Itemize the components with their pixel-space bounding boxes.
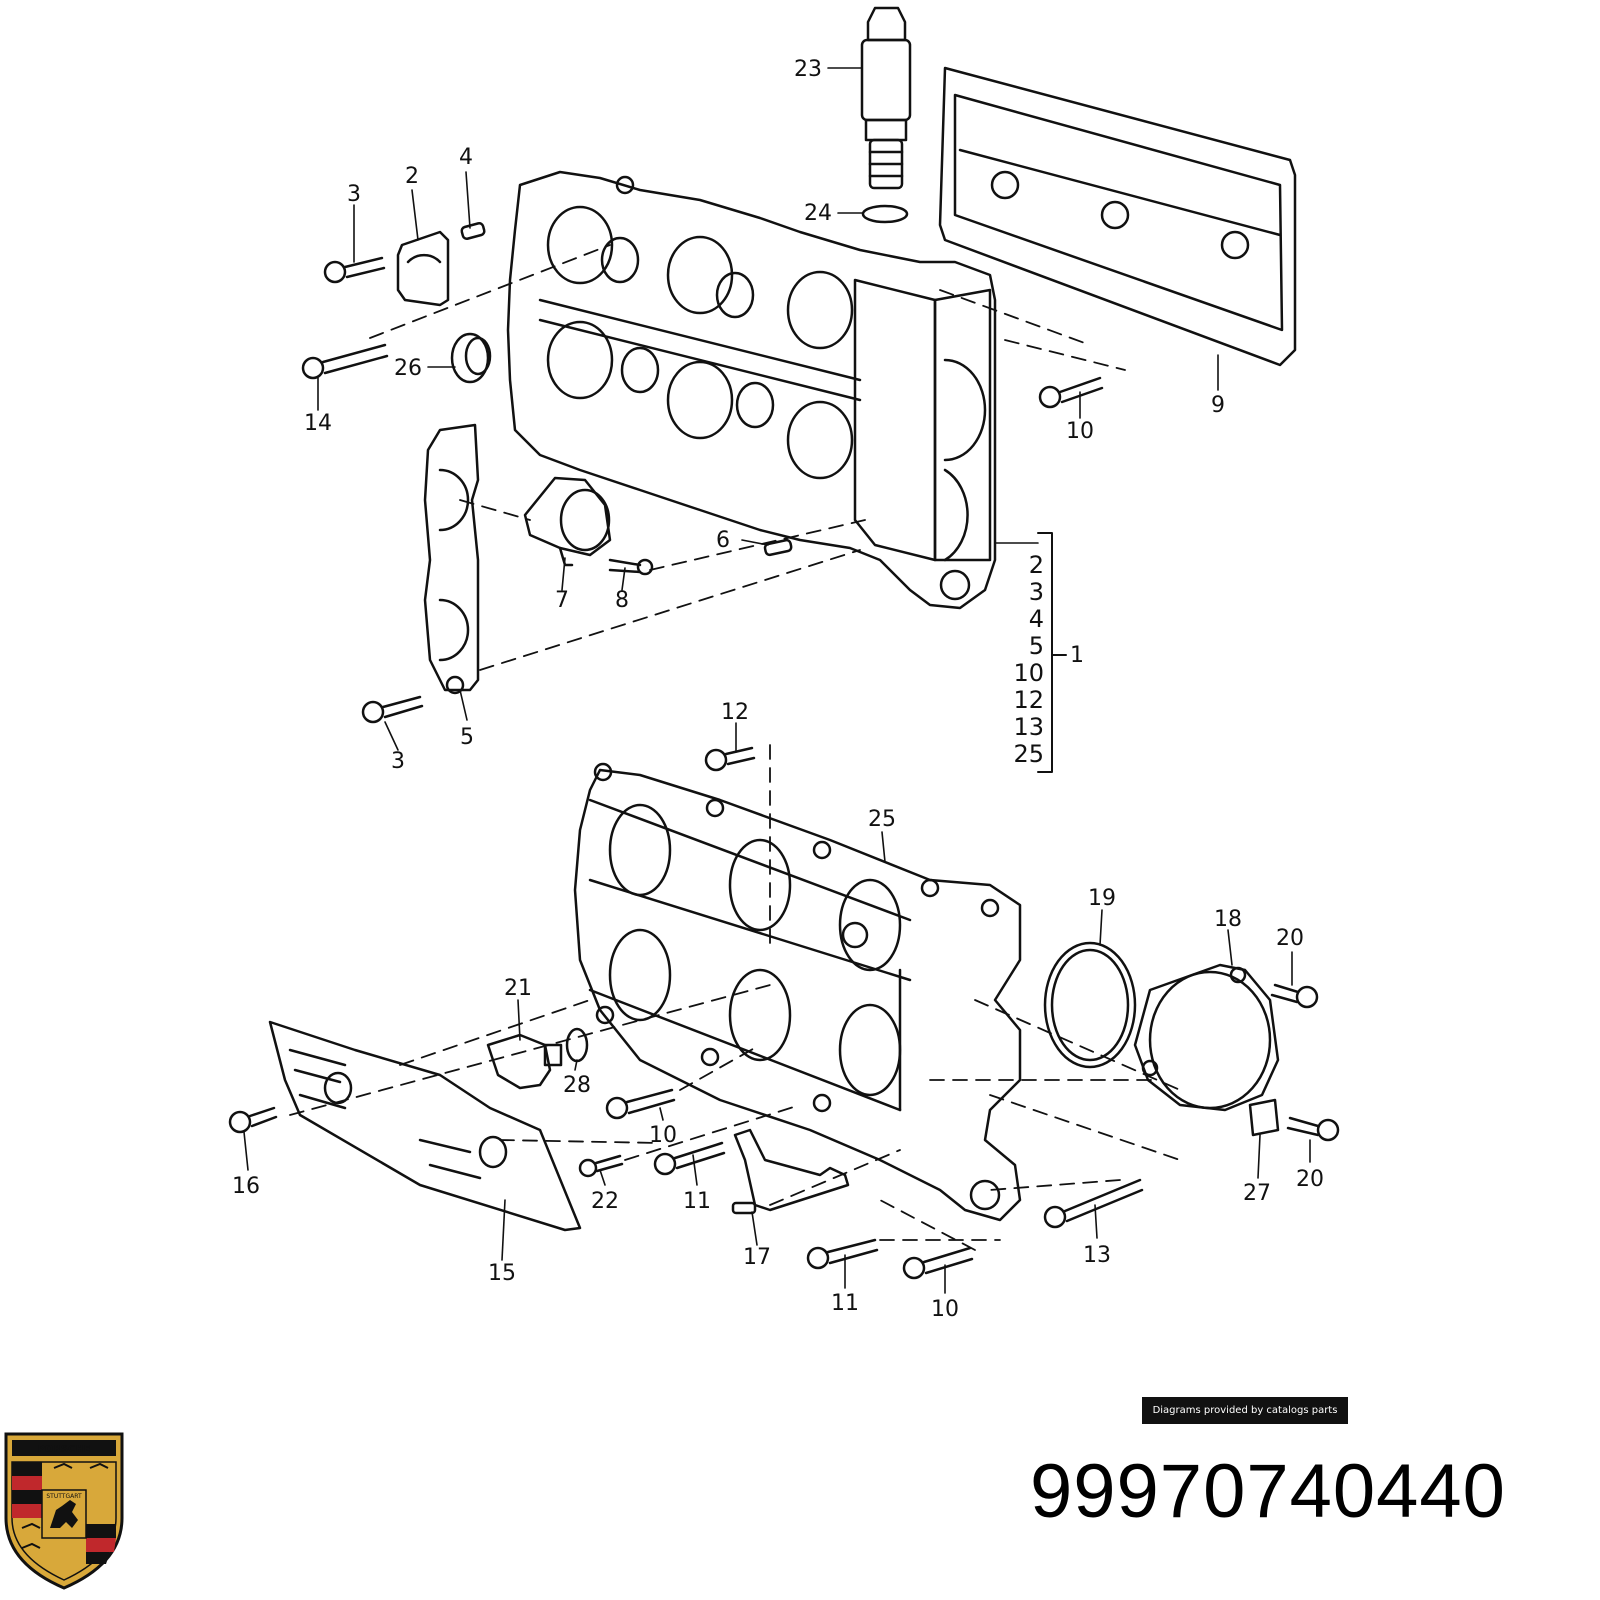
callout-5: 5: [460, 725, 474, 750]
porsche-crest-logo: PORSCHE STUTTGART: [4, 1432, 124, 1590]
end-cover: [1133, 963, 1280, 1112]
callout-26: 26: [394, 356, 422, 381]
callout-14: 14: [304, 411, 332, 436]
callout-3: 3: [391, 749, 405, 774]
assembly-item: 12: [1013, 686, 1044, 714]
callout-19: 19: [1088, 886, 1116, 911]
bolt: [1286, 1116, 1340, 1142]
bolt: [301, 343, 389, 380]
callout-17: 17: [743, 1245, 771, 1270]
callout-27: 27: [1243, 1181, 1271, 1206]
callout-20: 20: [1296, 1167, 1324, 1192]
callout-10: 10: [1066, 419, 1094, 444]
sensor-bracket: [731, 1128, 850, 1215]
bolt: [578, 1154, 624, 1178]
camshaft-sensor: [486, 1033, 563, 1090]
assembly-item: 5: [1029, 632, 1044, 660]
callout-6: 6: [716, 528, 730, 553]
callout-12: 12: [721, 700, 749, 725]
callout-28: 28: [563, 1073, 591, 1098]
callout-10: 10: [649, 1123, 677, 1148]
callout-16: 16: [232, 1174, 260, 1199]
assembly-bracket: [1037, 532, 1067, 773]
callout-18: 18: [1214, 907, 1242, 932]
svg-text:PORSCHE: PORSCHE: [37, 1444, 90, 1455]
callout-24: 24: [804, 201, 832, 226]
seal-ring: [565, 1027, 589, 1063]
callout-7: 7: [555, 588, 569, 613]
bolt: [1270, 983, 1319, 1009]
dowel-pin: [763, 538, 793, 557]
callout-22: 22: [591, 1189, 619, 1214]
bolt: [228, 1106, 278, 1134]
callout-21: 21: [504, 976, 532, 1001]
diagram-credit: Diagrams provided by catalogs parts: [1142, 1397, 1348, 1424]
svg-text:STUTTGART: STUTTGART: [46, 1493, 82, 1500]
assembly-item: 13: [1013, 713, 1044, 741]
valve-cover-gasket: [938, 66, 1297, 367]
sensor: [523, 476, 612, 567]
callout-20: 20: [1276, 926, 1304, 951]
callout-1: 1: [1070, 643, 1084, 668]
bolt: [323, 256, 386, 284]
bearing-bridge: [423, 423, 480, 695]
assembly-item: 2: [1029, 551, 1044, 579]
bolt: [704, 746, 756, 772]
callout-8: 8: [615, 588, 629, 613]
bolt: [902, 1246, 974, 1280]
callout-23: 23: [794, 57, 822, 82]
callout-25: 25: [868, 807, 896, 832]
part-number: 99970740440: [1030, 1449, 1506, 1534]
heat-shield: [268, 1020, 582, 1232]
solenoid-valve: [860, 6, 912, 190]
callout-13: 13: [1083, 1243, 1111, 1268]
callout-11: 11: [831, 1291, 859, 1316]
assembly-item: 10: [1013, 659, 1044, 687]
assembly-item: 3: [1029, 578, 1044, 606]
assembly-item: 4: [1029, 605, 1044, 633]
callout-10: 10: [931, 1297, 959, 1322]
o-ring: [861, 204, 909, 224]
assembly-item: 25: [1013, 740, 1044, 768]
callout-11: 11: [683, 1189, 711, 1214]
bolt: [608, 558, 654, 576]
callout-3: 3: [347, 182, 361, 207]
bolt: [806, 1238, 879, 1270]
callout-4: 4: [459, 145, 473, 170]
callout-2: 2: [405, 164, 419, 189]
camshaft-housing: [506, 170, 997, 610]
callout-15: 15: [488, 1261, 516, 1286]
bolt: [1038, 376, 1104, 409]
bolt: [361, 695, 424, 724]
long-bolt: [1043, 1178, 1144, 1229]
o-ring-seal: [1043, 941, 1137, 1069]
bearing-cap: [396, 230, 450, 307]
dowel-pin: [460, 222, 486, 240]
bracket: [1248, 1098, 1280, 1137]
bolt: [653, 1141, 726, 1176]
camshaft-carrier: [573, 762, 1022, 1222]
shaft-seal: [450, 332, 492, 384]
bolt: [605, 1088, 676, 1120]
callout-9: 9: [1211, 393, 1225, 418]
